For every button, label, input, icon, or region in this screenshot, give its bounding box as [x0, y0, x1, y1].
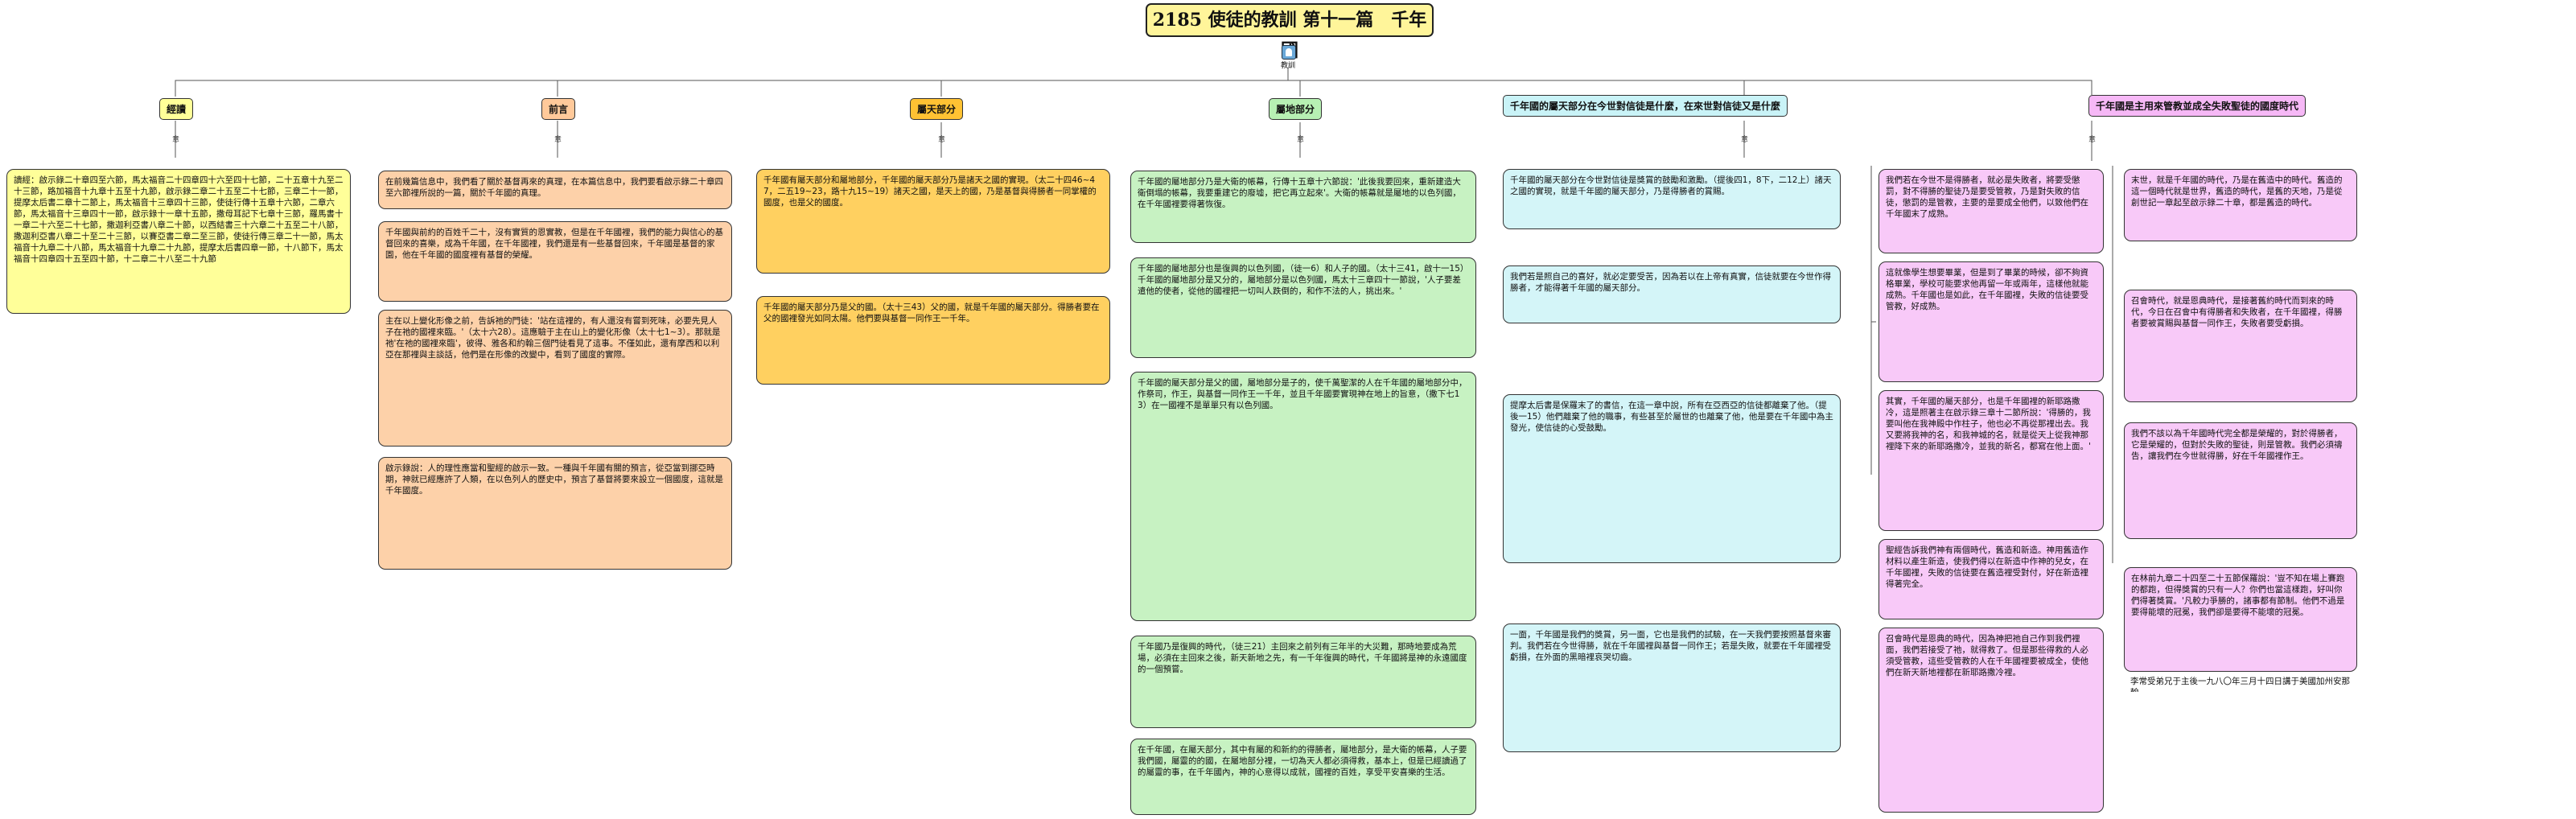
- discipline-box-3: 其實，千年國的屬天部分，也是千年國裡的新耶路撒冷，這是照著主在啟示錄三章十二節所…: [1879, 390, 2104, 531]
- root-label: 教訓: [1281, 62, 1296, 70]
- sep-label: 意: [172, 136, 180, 144]
- reading-box: 讀經：啟示錄二十章四至六節，馬太福音二十四章四十六至四十七節，二十五章十九至二十…: [6, 169, 351, 314]
- discipline-box-1: 我們若在今世不是得勝者，就必是失敗者，將要受懲罰，對不得勝的聖徒乃是要受管教，乃…: [1879, 169, 2104, 253]
- discipline-box-6: 末世，就是千年國的時代，乃是在舊造中的時代。舊造的這一個時代就是世界，舊造的時代…: [2124, 169, 2357, 241]
- header-discipline[interactable]: 千年國是主用來管教並成全失敗聖徒的國度時代: [2088, 95, 2306, 117]
- sep-label: 意: [2088, 136, 2097, 144]
- header-heavenly[interactable]: 屬天部分: [910, 98, 964, 120]
- footer-note: 李常受弟兄于主後一九八〇年三月十四日講于美國加州安那翰: [2130, 677, 2350, 692]
- discipline-box-9: 在林前九章二十四至二十五節保羅說：'豈不知在場上賽跑的都跑，但得獎賞的只有一人？…: [2124, 567, 2357, 672]
- page-title: 2185 使徒的教訓 第十一篇 千年國: [1146, 3, 1434, 61]
- heavenly-box-1: 千年國有屬天部分和屬地部分，千年國的屬天部分乃是諸天之國的實現。（太二十四46~…: [756, 169, 1110, 274]
- preface-box-1: 在前幾篇信息中，我們看了關於基督再來的真理，在本篇信息中，我們要看啟示錄二十章四…: [378, 171, 732, 209]
- discipline-box-5: 召會時代是恩典的時代，因為神把祂自己作到我們裡面，我們若接受了祂，就得救了。但是…: [1879, 628, 2104, 813]
- root-node-icon[interactable]: [1282, 45, 1296, 60]
- header-meaning[interactable]: 千年國的屬天部分在今世對信徒是什麼，在來世對信徒又是什麼: [1503, 95, 1788, 117]
- preface-box-2: 千年國與前約的百姓千二十，沒有實質的恩實教，但是在千年國裡，我們的能力與信心的基…: [378, 221, 732, 302]
- meaning-box-3: 提摩太后書是保羅末了的書信，在這一章中說，所有在亞西亞的信徒都離棄了他。（提後一…: [1503, 394, 1841, 563]
- sep-label: 意: [1741, 136, 1749, 144]
- preface-box-3: 主在以上變化形像之前，告訴祂的門徒：'站在這裡的，有人還沒有嘗到死味，必要先見人…: [378, 310, 732, 447]
- heavenly-box-2: 千年國的屬天部分乃是父的國。（太十三43）父的國，就是千年國的屬天部分。得勝者要…: [756, 296, 1110, 385]
- earthly-box-1: 千年國的屬地部分乃是大衛的帳幕，行傳十五章十六節說：'此後我要回來，重新建造大衛…: [1130, 171, 1476, 243]
- sep-label: 意: [1297, 136, 1305, 144]
- discipline-box-2: 這就像學生想要畢業，但是到了畢業的時候，卻不夠資格畢業，學校可能要求他再留一年或…: [1879, 261, 2104, 382]
- sep-label: 意: [554, 136, 562, 144]
- discipline-box-8: 我們不該以為千年國時代完全都是榮耀的，對於得勝者，它是榮耀的，但對於失敗的聖徒，…: [2124, 422, 2357, 539]
- header-reading[interactable]: 經讀: [159, 98, 194, 120]
- header-earthly[interactable]: 屬地部分: [1269, 98, 1323, 120]
- earthly-box-2: 千年國的屬地部分也是復興的以色列國，（徒一6）和人子的國。（太十三41，啟十一1…: [1130, 257, 1476, 358]
- meaning-box-4: 一面，千年國是我們的獎賞，另一面，它也是我們的試驗，在一天我們要按照基督來審判。…: [1503, 624, 1841, 752]
- discipline-box-4: 聖經告訴我們神有兩個時代，舊造和新造。神用舊造作材料以產生新造，使我們得以在新造…: [1879, 539, 2104, 619]
- earthly-box-3: 千年國的屬天部分是父的國，屬地部分是子的，使千萬聖潔的人在千年國的屬地部分中，作…: [1130, 372, 1476, 621]
- preface-box-4: 啟示錄說：人的理性應當和聖經的啟示一致。一種與千年國有關的預言，從亞當到挪亞時期…: [378, 457, 732, 570]
- earthly-box-4: 千年國乃是復興的時代，（徒三21）主回來之前列有三年半的大災難，那時地要成為荒場…: [1130, 636, 1476, 728]
- header-preface[interactable]: 前言: [541, 98, 576, 120]
- earthly-box-5: 在千年國，在屬天部分，其中有屬的和新約的得勝者，屬地部分，是大衛的帳幕，人子要我…: [1130, 739, 1476, 815]
- meaning-box-2: 我們若是照自己的喜好，就必定要受苦，因為若以在上帝有真實，信徒就要在今世作得勝者…: [1503, 265, 1841, 323]
- meaning-box-1: 千年國的屬天部分在今世對信徒是獎賞的鼓勵和激勵。（提後四1，8下，二12上）諸天…: [1503, 169, 1841, 229]
- sep-label: 意: [938, 136, 946, 144]
- discipline-box-7: 召會時代，就是恩典時代，是接著舊約時代而到來的時代，今日在召會中有得勝者和失敗者…: [2124, 290, 2357, 402]
